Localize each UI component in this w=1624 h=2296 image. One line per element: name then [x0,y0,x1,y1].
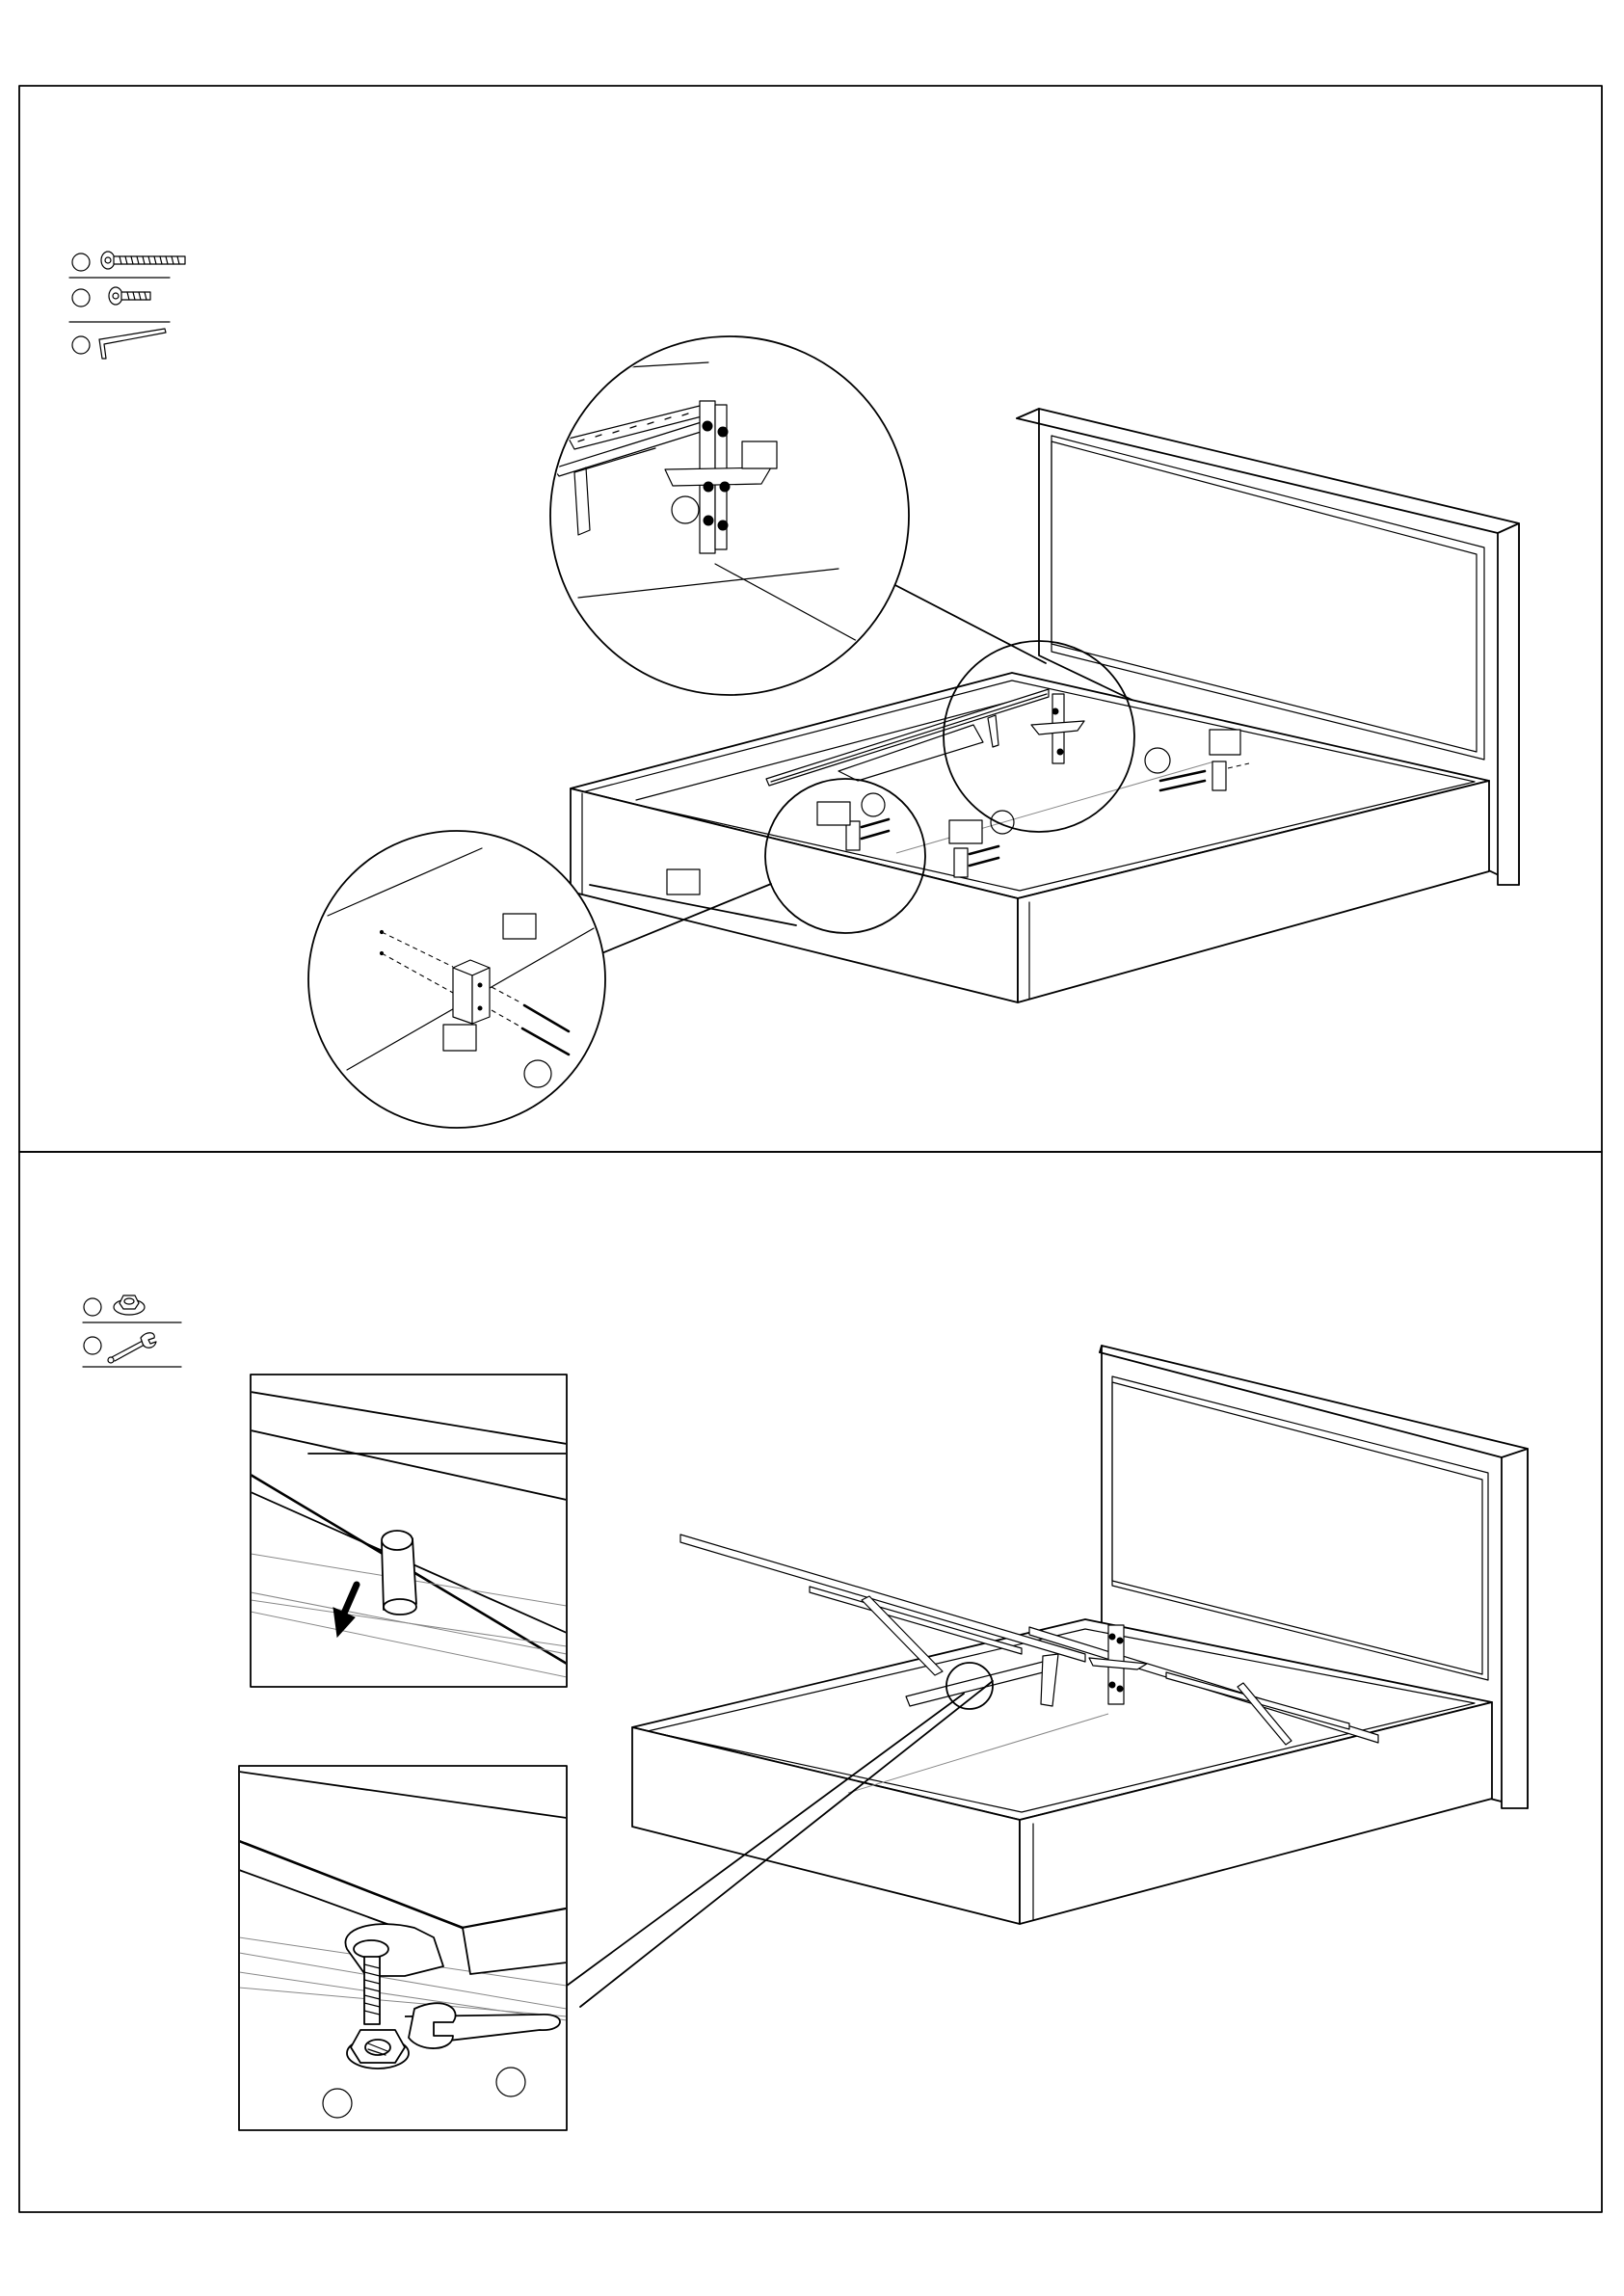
long-bolt-icon [69,252,185,278]
nut-tightening-detail [239,1766,567,2130]
step-2-hardware-legend [83,1295,181,1367]
step-1-panel [19,86,1602,1152]
flange-nut-icon [83,1295,181,1322]
step-2-panel [19,1152,1602,2212]
block-mounting-detail [308,831,607,1128]
pin-insert-detail [251,1375,567,1687]
wrench-icon [83,1333,181,1367]
bracket-mounting-detail [550,336,916,695]
allen-key-icon [72,329,166,359]
bed-frame-step-2 [567,1346,1528,2007]
short-bolt-icon [69,287,170,322]
step-1-hardware-legend [69,252,185,359]
